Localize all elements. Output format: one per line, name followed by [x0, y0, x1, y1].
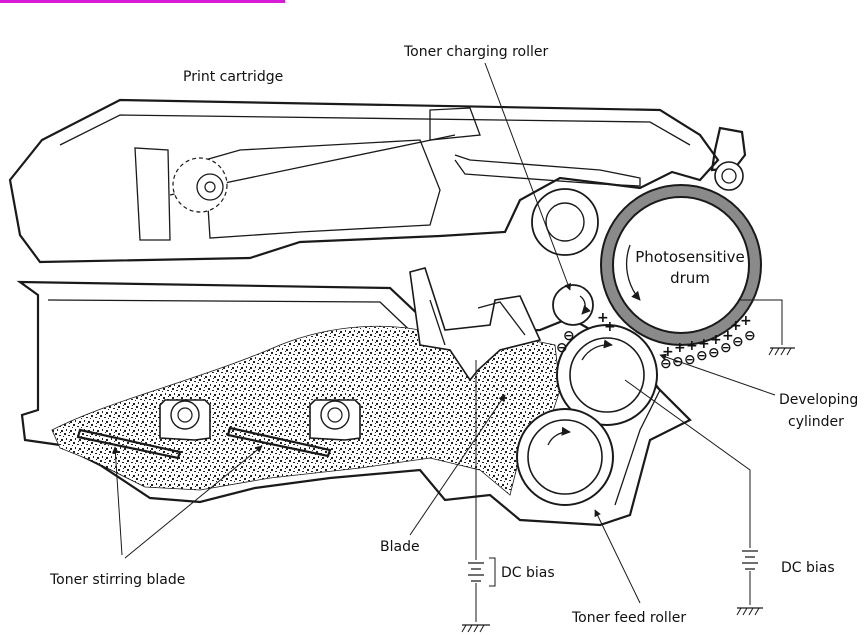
svg-text:+: + [686, 338, 698, 354]
svg-text:⊖: ⊖ [720, 340, 732, 356]
svg-text:+: + [597, 310, 609, 326]
developing-cylinder-label-line1: Developing [779, 392, 858, 408]
charge-signs: + + ⊖ ⊖ + + + + + + + + ⊖ ⊖ ⊖ ⊖ ⊖ ⊖ ⊖ ⊖ [556, 310, 756, 372]
svg-text:⊖: ⊖ [660, 356, 672, 372]
svg-text:⊖: ⊖ [732, 334, 744, 350]
photosensitive-drum: Photosensitive drum [600, 184, 762, 346]
svg-text:⊖: ⊖ [556, 340, 568, 356]
drum-ground-wiring [740, 299, 795, 356]
blade-label: Blade [380, 539, 420, 555]
right-dc-bias-circuit [624, 379, 763, 616]
top-link-underline [0, 0, 285, 3]
svg-text:⊖: ⊖ [563, 328, 575, 344]
cartridge-pivot-gear [172, 157, 228, 213]
svg-text:+: + [740, 313, 752, 329]
left-dc-bias-circuit [461, 360, 496, 633]
leader-lines [111, 62, 776, 604]
toner-charging-roller [552, 284, 594, 326]
dc-bias-right-label: DC bias [781, 560, 835, 576]
svg-text:+: + [730, 318, 742, 334]
print-cartridge-label: Print cartridge [183, 69, 283, 85]
svg-text:⊖: ⊖ [708, 345, 720, 361]
svg-text:⊖: ⊖ [744, 328, 756, 344]
developing-cylinder-label-line2: cylinder [788, 414, 844, 430]
toner-feed-roller [516, 408, 614, 506]
svg-text:+: + [604, 319, 616, 335]
photosensitive-drum-label-line1: Photosensitive [635, 248, 744, 266]
toner-stirring-blade-right [226, 399, 361, 458]
toner-feed-roller-label: Toner feed roller [571, 610, 686, 626]
svg-text:+: + [710, 332, 722, 348]
svg-text:⊖: ⊖ [696, 348, 708, 364]
developing-cylinder [556, 324, 658, 426]
toner-charging-roller-label: Toner charging roller [403, 44, 548, 60]
svg-text:+: + [674, 340, 686, 356]
toner-stirring-blade-label: Toner stirring blade [49, 572, 185, 588]
svg-text:⊖: ⊖ [672, 354, 684, 370]
metering-blade-bracket [409, 267, 542, 382]
svg-text:⊖: ⊖ [684, 352, 696, 368]
photosensitive-drum-label-line2: drum [670, 269, 710, 287]
svg-text:+: + [662, 344, 674, 360]
cartridge-latch-knob [710, 126, 747, 191]
dc-bias-left-label: DC bias [501, 565, 555, 581]
upper-guide-roller [531, 188, 599, 256]
toner-stirring-blade-left [76, 399, 211, 460]
svg-text:+: + [698, 336, 710, 352]
svg-text:+: + [722, 328, 734, 344]
